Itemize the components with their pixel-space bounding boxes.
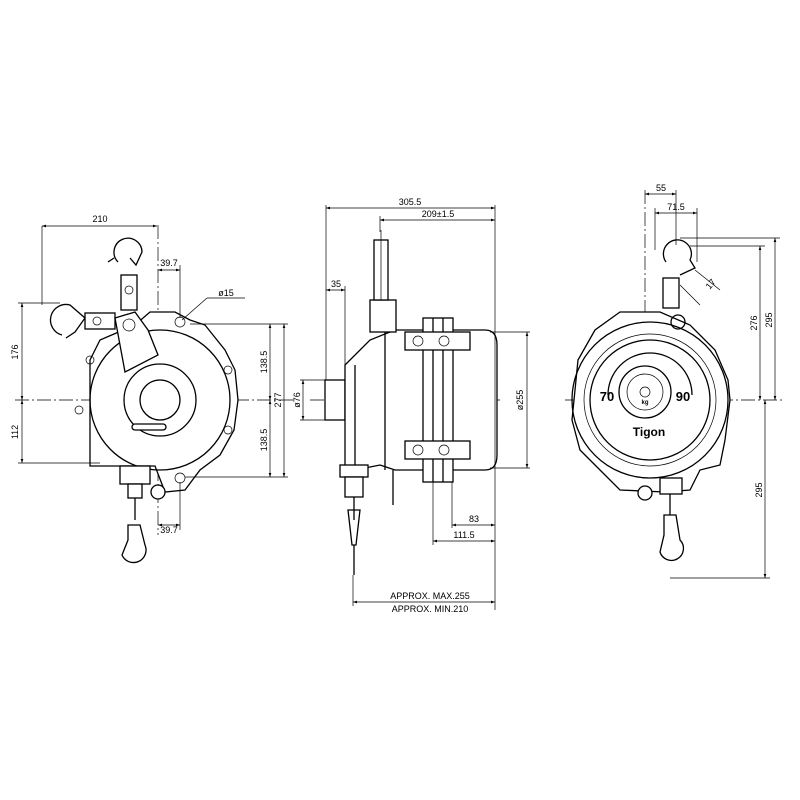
- dim-39-7-bottom: 39.7: [160, 525, 178, 535]
- dim-39-7-top: 39.7: [160, 258, 178, 268]
- dim-35: 35: [331, 279, 341, 289]
- dim-209: 209±1.5: [422, 209, 454, 219]
- dial-max: 90: [676, 389, 690, 404]
- dim-176: 176: [10, 344, 20, 359]
- dim-138-5-upper: 138.5: [259, 351, 269, 374]
- dim-112: 112: [10, 425, 20, 439]
- front-view: 70 90 kg Tigon 55 71.5 17 295 276 295: [565, 183, 785, 579]
- dim-305-5: 305.5: [399, 197, 422, 207]
- dim-295-top: 295: [764, 312, 774, 327]
- side-view: 305.5 209±1.5 35 ø76 ø255 83 111.5 APPRO…: [292, 197, 530, 614]
- brand-logo: Tigon: [633, 425, 665, 439]
- dim-approx-max: APPROX. MAX.255: [390, 591, 470, 601]
- dim-111-5: 111.5: [453, 530, 474, 540]
- hub: [324, 379, 346, 421]
- dim-210: 210: [92, 214, 107, 224]
- dial-min: 70: [600, 389, 614, 404]
- side-hook: [49, 303, 116, 339]
- dim-295-bottom: 295: [754, 482, 764, 497]
- dim-276: 276: [749, 315, 759, 330]
- dim-55: 55: [656, 183, 666, 193]
- dim-76: ø76: [292, 392, 302, 408]
- dim-approx-min: APPROX. MIN.210: [392, 604, 469, 614]
- dim-hole-dia: ø15: [218, 288, 234, 298]
- dim-255: ø255: [515, 390, 525, 411]
- dial-unit: kg: [641, 400, 648, 406]
- dim-17: 17: [704, 277, 718, 291]
- dim-277: 277: [273, 392, 283, 407]
- dim-83: 83: [469, 514, 479, 524]
- left-view: 210 39.7 ø15 176 112 138.5 138.5 277 39.…: [10, 214, 295, 564]
- left-housing: [89, 311, 239, 493]
- front-housing: [571, 311, 731, 493]
- dim-71-5: 71.5: [667, 202, 685, 212]
- top-hook: [107, 237, 143, 311]
- dim-138-5-lower: 138.5: [259, 429, 269, 452]
- side-housing: [344, 329, 498, 471]
